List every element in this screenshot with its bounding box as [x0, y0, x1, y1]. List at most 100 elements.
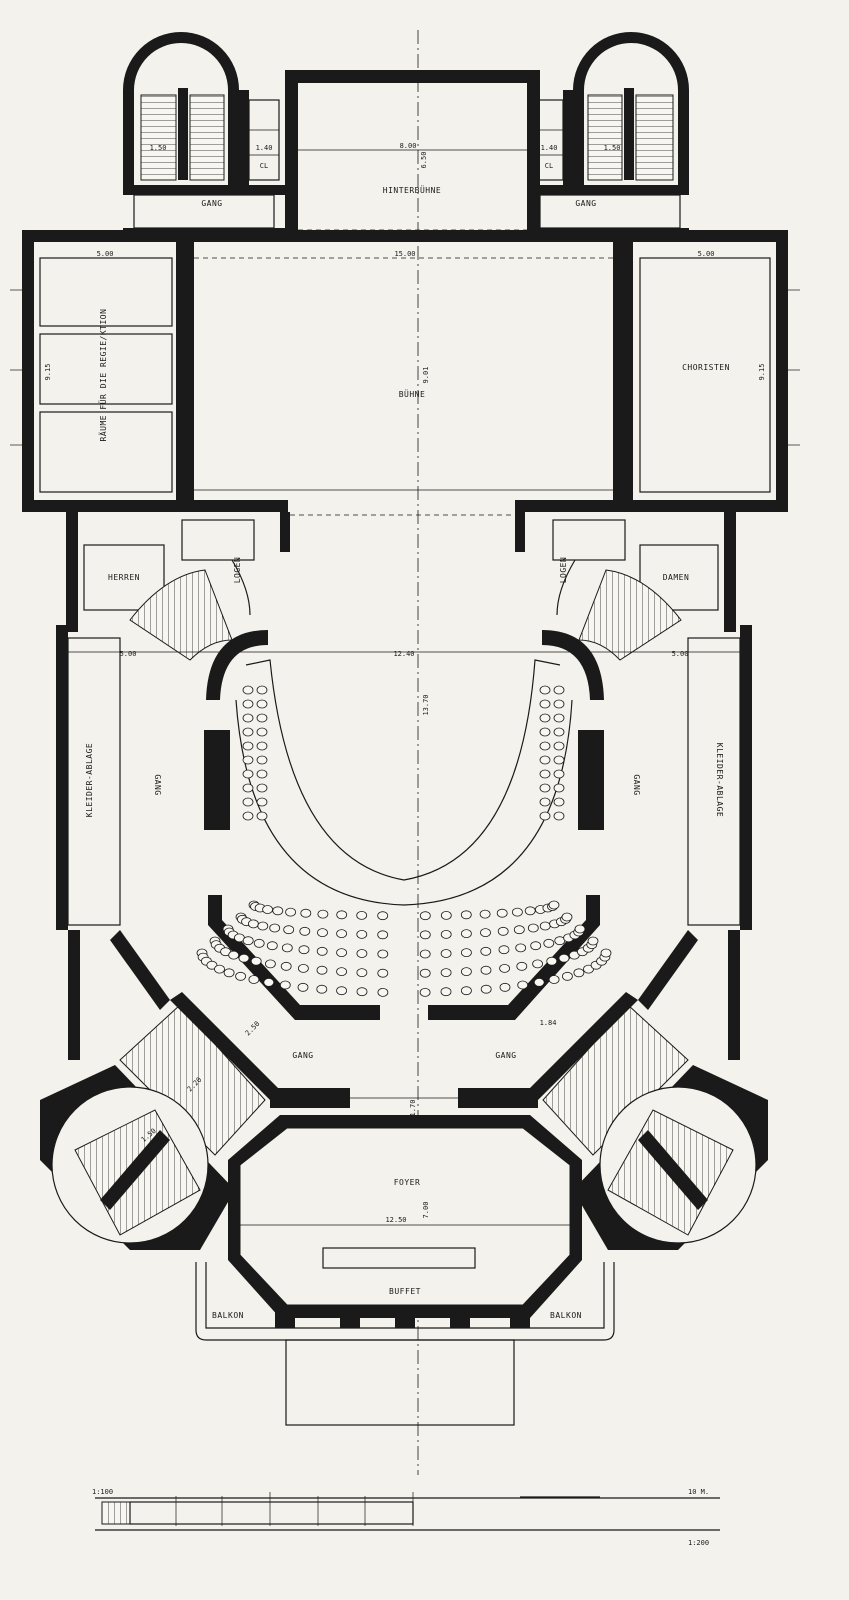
seat	[336, 910, 348, 920]
seat	[336, 967, 348, 976]
seat	[264, 959, 276, 969]
seat	[539, 713, 551, 723]
seat	[242, 699, 254, 709]
seat	[553, 797, 565, 807]
seat	[553, 727, 565, 737]
seat	[214, 964, 225, 974]
seat	[266, 941, 278, 951]
seat	[336, 929, 348, 938]
seat	[256, 755, 268, 765]
room-labels: HINTERBÜHNE BÜHNE CHORISTEN RÄUME FÜR DI…	[85, 185, 729, 1320]
seat	[283, 925, 295, 935]
seat	[256, 783, 268, 793]
stage-block	[10, 230, 800, 516]
label-gang-left: GANG	[153, 774, 162, 795]
seat	[480, 984, 492, 994]
dim-hinterbuehne-width: 8.00	[400, 142, 417, 150]
seat	[356, 987, 368, 997]
seat	[553, 783, 565, 793]
seat	[530, 941, 542, 951]
label-hinterbuehne: HINTERBÜHNE	[383, 185, 441, 195]
seat	[242, 713, 254, 723]
dim-vestibule: 1.70	[409, 1100, 417, 1117]
seat	[524, 906, 536, 916]
seat	[440, 968, 452, 977]
seat	[279, 980, 291, 990]
wc-marker-left: CL	[260, 162, 268, 170]
label-logen-right: LOGEN	[559, 557, 568, 584]
seat	[553, 755, 565, 765]
seat	[539, 755, 551, 765]
logen-block	[66, 512, 736, 661]
seat	[256, 713, 268, 723]
dim-left-rooms-width: 5.00	[97, 250, 114, 258]
label-buffet: BUFFET	[389, 1287, 421, 1296]
dim-buehne-depth: 9.01	[422, 367, 430, 384]
seat	[242, 811, 254, 821]
seat	[356, 911, 368, 920]
seat	[242, 783, 254, 793]
seat	[299, 926, 311, 936]
seat	[242, 755, 254, 765]
seat	[480, 928, 491, 937]
seat	[553, 713, 565, 723]
seat	[223, 968, 235, 978]
seat	[587, 936, 599, 946]
dim-gang-width-right: 5.00	[672, 650, 689, 658]
seat	[440, 987, 452, 997]
label-herren: HERREN	[108, 573, 140, 582]
seat	[600, 948, 612, 958]
label-kleiderablage-left: KLEIDER-ABLAGE	[85, 743, 94, 817]
dim-wc-left: 1.40	[256, 144, 273, 152]
seat	[316, 946, 328, 956]
seat	[497, 926, 509, 936]
seat	[356, 930, 368, 939]
seat	[285, 907, 297, 917]
seat	[539, 727, 551, 737]
seat	[377, 949, 389, 959]
seat	[336, 948, 348, 957]
dim-gang-low-right: 1.84	[540, 1019, 557, 1027]
seat	[256, 727, 268, 737]
dim-gang-width-left: 5.00	[120, 650, 137, 658]
seat	[238, 953, 250, 963]
seat	[235, 971, 247, 981]
seat	[499, 982, 511, 992]
seat	[377, 988, 389, 997]
dim-buehne-width: 15.00	[394, 250, 415, 258]
seat	[548, 900, 560, 910]
label-kleiderablage-right: KLEIDER-ABLAGE	[715, 743, 724, 817]
seat	[256, 699, 268, 709]
dim-left-rooms-depth: 9.15	[44, 364, 52, 381]
seat	[561, 912, 573, 922]
dim-stair-top-right: 1.50	[604, 144, 621, 152]
seat	[248, 975, 260, 984]
seat	[480, 946, 492, 956]
seat	[242, 936, 254, 946]
label-gang-low-left: GANG	[292, 1051, 313, 1060]
seat	[419, 930, 431, 940]
seat	[553, 811, 565, 821]
seat	[256, 685, 268, 695]
dim-stair-top-left: 1.50	[150, 144, 167, 152]
dim-hinterbuehne-depth: 6.50	[420, 152, 428, 169]
seat	[242, 797, 254, 807]
seat	[298, 945, 310, 955]
seat	[539, 811, 551, 821]
seat	[583, 964, 594, 974]
seat	[479, 909, 491, 919]
seat	[440, 930, 452, 939]
hinterbuehne-block	[123, 32, 689, 240]
seat	[460, 910, 472, 920]
seat	[317, 909, 329, 919]
seat	[297, 982, 309, 992]
label-foyer: FOYER	[394, 1178, 421, 1187]
seat	[539, 685, 551, 695]
seat	[460, 967, 472, 976]
seat	[440, 911, 452, 920]
seat	[548, 975, 560, 984]
seat	[513, 925, 525, 935]
seat	[539, 921, 551, 931]
label-damen: DAMEN	[663, 573, 690, 582]
